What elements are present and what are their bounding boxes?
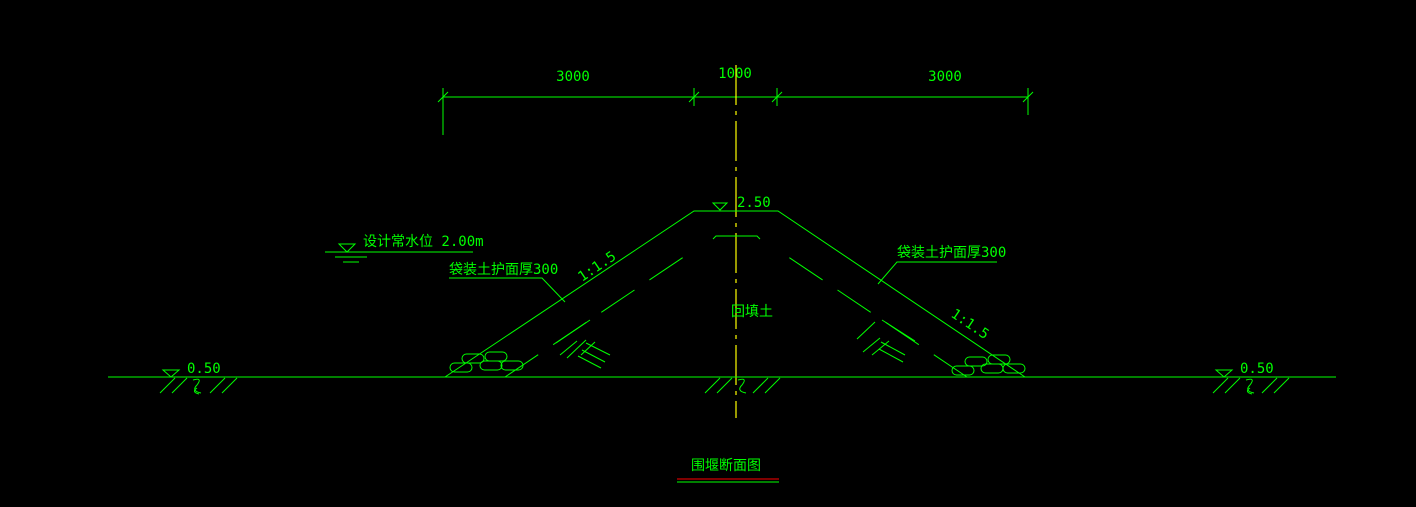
crest-elevation: 2.50	[737, 195, 771, 211]
dimension-left: 3000	[556, 69, 590, 85]
ground-hatch-center	[704, 377, 781, 394]
dimension-crest: 1000	[718, 66, 752, 82]
ground-elevation-marker-right	[1212, 369, 1290, 395]
fill-label: 回填土	[731, 304, 773, 320]
armor-leader-right	[877, 261, 997, 285]
water-level-label: 设计常水位 2.00m	[363, 234, 484, 250]
water-level-marker	[325, 243, 473, 263]
armor-label-right: 袋装土护面厚300	[897, 245, 1006, 261]
drawing-title: 围堰断面图	[691, 458, 761, 474]
armor-boundary-crest	[712, 235, 761, 240]
dam-outline	[444, 210, 1026, 378]
ground-elevation-marker-left	[159, 369, 238, 395]
armor-boundary-left	[504, 247, 698, 378]
ground-elevation-right: 0.50	[1240, 361, 1274, 377]
armor-boundary-right	[774, 247, 968, 378]
slope-left: 1:1.5	[575, 248, 619, 285]
armor-leader-left	[449, 277, 566, 303]
crest-elevation-marker	[711, 202, 729, 211]
fill-hatch-left	[555, 319, 611, 369]
slope-right: 1:1.5	[948, 306, 992, 343]
sandbags-left	[449, 351, 524, 373]
sandbags-right	[951, 354, 1026, 376]
dimension-right: 3000	[928, 69, 962, 85]
fill-hatch-right	[856, 319, 916, 363]
ground-elevation-left: 0.50	[187, 361, 221, 377]
armor-label-left: 袋装土护面厚300	[449, 262, 558, 278]
